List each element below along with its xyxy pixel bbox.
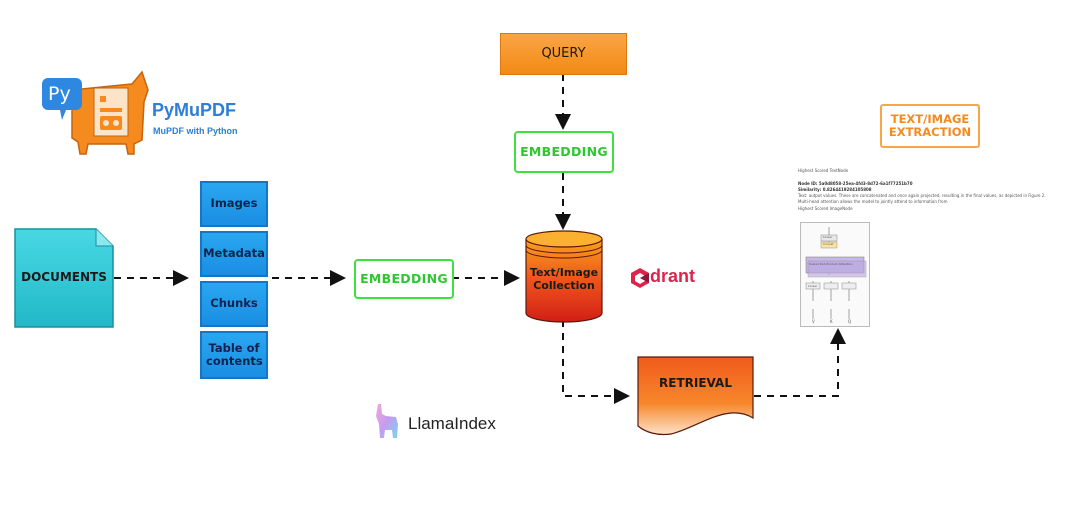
chunks-label: Chunks (210, 296, 258, 311)
extraction-label: TEXT/IMAGE EXTRACTION (888, 111, 972, 139)
embedding-docs-box: EMBEDDING (354, 259, 454, 299)
database-cylinder-icon (525, 230, 603, 323)
retrieval-box: RETRIEVAL (637, 356, 754, 436)
pymupdf-cow-icon (42, 70, 149, 155)
collection-label: Text/Image Collection (529, 266, 599, 292)
preview-text2: Multi-head attention allows the model to… (798, 199, 948, 204)
fig-concat: Concat (823, 242, 834, 246)
fig-attention: Scaled Dot-Product Attention (809, 262, 853, 266)
result-preview: Highest Scored TextNode Node ID: 5a0d805… (790, 160, 1060, 330)
qdrant-logo: drant (630, 266, 710, 290)
preview-header-text: Highest Scored TextNode (798, 168, 849, 173)
preview-node-id: Node ID: 5a0d8058-25ea-4fd3-8d72-6a1f772… (798, 181, 913, 186)
retrieval-label: RETRIEVAL (659, 376, 732, 391)
images-card: Images (200, 181, 268, 227)
qdrant-hexagon-icon (631, 268, 649, 288)
qdrant-label: drant (650, 266, 695, 286)
documents-box: DOCUMENTS (14, 228, 114, 328)
llamaindex-logo: LlamaIndex (372, 402, 502, 442)
chunks-card: Chunks (200, 281, 268, 327)
embedding-query-box: EMBEDDING (514, 131, 614, 173)
llama-icon (376, 404, 398, 438)
arrow-retrieval-to-extraction (754, 328, 846, 397)
attention-diagram-figure (805, 227, 867, 319)
metadata-card: Metadata (200, 231, 268, 277)
fig-linear: Linear (808, 284, 818, 288)
preview-header-image: Highest Scored ImageNode (798, 206, 853, 211)
fig-top-linear: Linear (823, 235, 833, 239)
documents-label: DOCUMENTS (21, 270, 107, 285)
fig-v: V (812, 319, 815, 324)
fig-k: K (830, 319, 833, 324)
query-box: QUERY (500, 33, 627, 75)
toc-card: Table of contents (200, 331, 268, 379)
pymupdf-title: PyMuPDF (152, 100, 237, 120)
images-label: Images (210, 196, 258, 211)
extraction-box: TEXT/IMAGE EXTRACTION (880, 104, 980, 148)
retrieval-shape (637, 356, 754, 436)
documents-shape (14, 228, 114, 328)
query-label: QUERY (541, 45, 586, 61)
embedding-docs-label: EMBEDDING (360, 270, 448, 286)
preview-figure: Linear Concat Scaled Dot-Product Attenti… (800, 222, 870, 327)
fig-q: Q (848, 319, 852, 324)
metadata-label: Metadata (203, 246, 265, 261)
preview-similarity: Similarity: 0.8264419284105808 (798, 187, 872, 192)
pymupdf-subtitle: MuPDF with Python (153, 126, 238, 136)
arrow-collection-to-retrieval (562, 320, 630, 404)
llamaindex-label: LlamaIndex (408, 414, 496, 433)
pymupdf-logo: Py PyMuPDF MuPDF with Python (42, 70, 242, 160)
embedding-query-label: EMBEDDING (520, 143, 608, 159)
collection-database: Text/Image Collection (524, 229, 604, 323)
preview-text: Text: output values. These are concatena… (798, 193, 1046, 198)
toc-label: Table of contents (206, 340, 263, 368)
pymupdf-icon-letters: Py (48, 83, 71, 105)
